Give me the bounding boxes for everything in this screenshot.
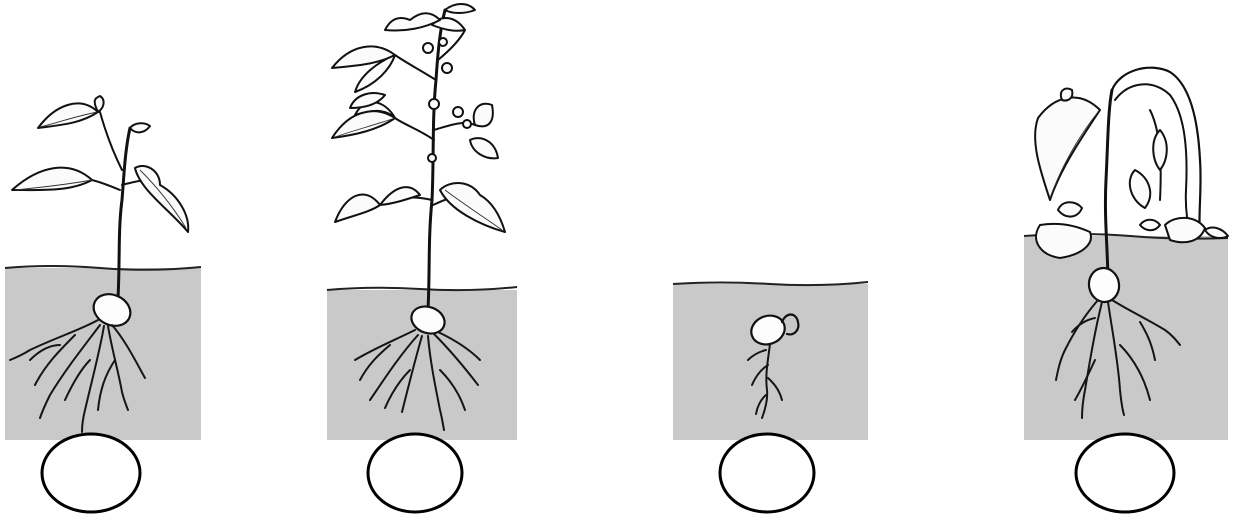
answer-circle[interactable] bbox=[1076, 434, 1174, 512]
leaf bbox=[12, 168, 92, 190]
leaf bbox=[38, 96, 104, 128]
wilted-leaf bbox=[1036, 202, 1091, 258]
wilted-leaf bbox=[1035, 88, 1100, 200]
panel-germinating-seed bbox=[673, 282, 868, 512]
wilted-leaf bbox=[1130, 130, 1167, 208]
leaf bbox=[135, 166, 188, 232]
leaf bbox=[470, 104, 498, 159]
branch bbox=[92, 180, 120, 190]
soil-block bbox=[5, 268, 201, 440]
panel-young-plant bbox=[5, 96, 201, 512]
answer-circle[interactable] bbox=[720, 434, 814, 512]
answer-circle[interactable] bbox=[368, 434, 462, 512]
branch bbox=[395, 55, 436, 80]
leaf bbox=[335, 187, 420, 222]
branch bbox=[395, 118, 434, 140]
leaf bbox=[332, 46, 395, 108]
panel-mature-flowering-plant bbox=[327, 4, 517, 512]
answer-circle[interactable] bbox=[42, 434, 140, 512]
branch bbox=[100, 112, 122, 170]
panel-wilting-plant bbox=[1024, 68, 1228, 512]
leaf bbox=[440, 183, 505, 232]
drooping-vine bbox=[1115, 84, 1192, 238]
flower-buds bbox=[423, 38, 471, 162]
leaf-bud bbox=[130, 123, 150, 132]
soil-block bbox=[673, 284, 868, 440]
soil-block bbox=[1024, 236, 1228, 440]
ground-line bbox=[327, 287, 517, 290]
leaf bbox=[385, 4, 475, 31]
